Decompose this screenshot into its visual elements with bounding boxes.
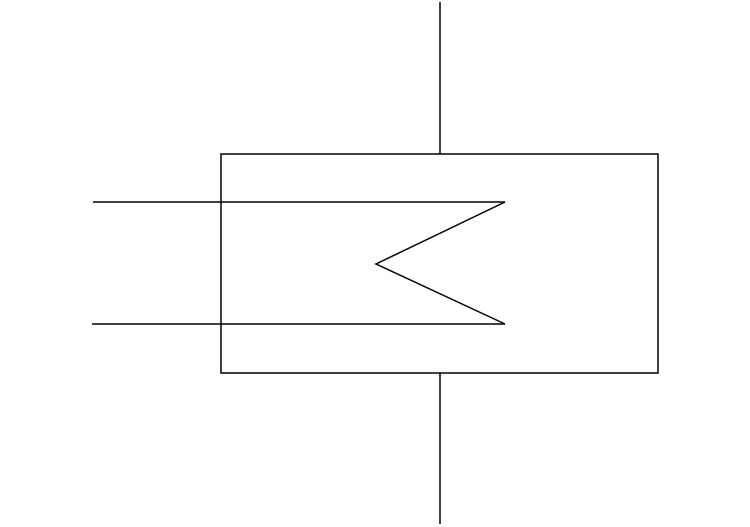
coil (374, 201, 506, 325)
shell (220, 153, 659, 374)
